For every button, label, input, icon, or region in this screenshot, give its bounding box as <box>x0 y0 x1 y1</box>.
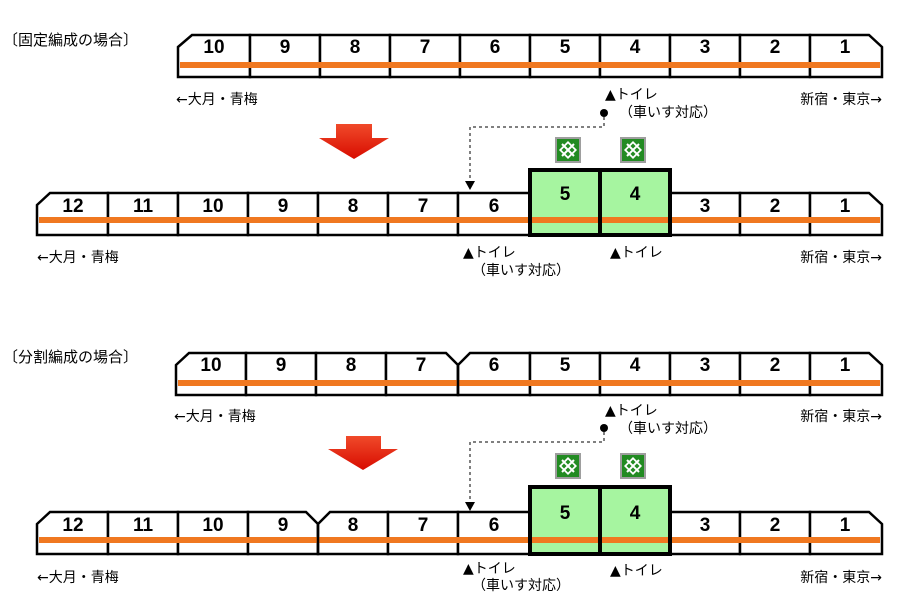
car-number: 1 <box>840 37 851 58</box>
toilet-accessible-label: （車いす対応） <box>472 262 570 279</box>
toilet-label: ▲トイレ <box>463 561 516 577</box>
car-number: 7 <box>418 196 429 217</box>
car-number: 10 <box>203 37 224 58</box>
direction-left: ←大月・青梅 <box>37 570 119 586</box>
down-arrow-icon <box>319 124 389 159</box>
toilet-accessible-label: （車いす対応） <box>619 104 717 121</box>
car-number: 6 <box>489 355 500 376</box>
car-number: 7 <box>418 515 429 536</box>
car-number: 1 <box>840 355 851 376</box>
car-number: 4 <box>630 355 641 376</box>
car-number: 12 <box>62 196 83 217</box>
car-number: 10 <box>202 196 223 217</box>
car-number: 5 <box>560 355 571 376</box>
toilet-label: ▲トイレ <box>463 245 516 261</box>
direction-right: 新宿・東京→ <box>800 408 882 425</box>
car-number: 3 <box>700 355 711 376</box>
toilet-accessible-label: （車いす対応） <box>619 420 717 437</box>
toilet-label: ▲トイレ <box>605 87 658 103</box>
car-number: 9 <box>276 355 287 376</box>
toilet-label: ▲トイレ <box>610 245 663 261</box>
direction-left: ←大月・青梅 <box>176 92 258 108</box>
train-split-after: 12 11 10 9 8 7 6 5 4 3 2 1 <box>35 485 884 556</box>
move-connector <box>469 432 605 503</box>
car-number: 5 <box>560 184 571 205</box>
car-number: 2 <box>770 196 781 217</box>
down-arrow-icon <box>328 436 398 470</box>
toilet-accessible-label: （車いす対応） <box>472 577 570 594</box>
car-number: 8 <box>346 355 357 376</box>
toilet-dot-icon <box>600 424 608 432</box>
car-number: 7 <box>416 355 427 376</box>
car-number: 8 <box>348 196 359 217</box>
car-number: 10 <box>202 515 223 536</box>
car-number: 6 <box>489 515 500 536</box>
train-fixed-before: 10 9 8 7 6 5 4 3 2 1 <box>176 33 884 79</box>
move-arrowhead-icon <box>465 502 475 511</box>
car-number: 3 <box>700 196 711 217</box>
car-number: 2 <box>770 355 781 376</box>
green-car-mark-icon <box>555 453 581 479</box>
car-number: 1 <box>840 515 851 536</box>
green-car-mark-icon <box>620 137 646 163</box>
car-number: 5 <box>560 37 571 58</box>
car-number: 11 <box>133 515 154 536</box>
car-number: 8 <box>348 515 359 536</box>
car-number: 9 <box>278 196 289 217</box>
toilet-label: ▲トイレ <box>610 563 663 579</box>
car-number: 7 <box>420 37 431 58</box>
car-number: 5 <box>560 503 571 524</box>
car-number: 11 <box>133 196 154 217</box>
car-number: 4 <box>630 503 641 524</box>
section-title-fixed: 〔固定編成の場合〕 <box>3 31 138 49</box>
car-number: 9 <box>280 37 291 58</box>
toilet-dot-icon <box>600 109 608 117</box>
car-number: 12 <box>62 515 83 536</box>
car-number: 2 <box>770 37 781 58</box>
car-number: 2 <box>770 515 781 536</box>
move-arrowhead-icon <box>465 181 475 190</box>
car-number: 3 <box>700 37 711 58</box>
direction-left: ←大月・青梅 <box>37 250 119 266</box>
car-number: 4 <box>630 184 641 205</box>
car-number: 9 <box>278 515 289 536</box>
car-number: 4 <box>630 37 641 58</box>
car-number: 1 <box>840 196 851 217</box>
direction-right: 新宿・東京→ <box>800 249 882 266</box>
direction-right: 新宿・東京→ <box>800 569 882 586</box>
car-number: 3 <box>700 515 711 536</box>
green-car-mark-icon <box>620 453 646 479</box>
car-number: 8 <box>350 37 361 58</box>
car-number: 6 <box>489 196 500 217</box>
green-car-mark-icon <box>555 137 581 163</box>
car-number: 10 <box>200 355 221 376</box>
car-number: 6 <box>490 37 501 58</box>
direction-right: 新宿・東京→ <box>800 91 882 108</box>
train-fixed-after: 12 11 10 9 8 7 6 5 4 3 2 1 <box>35 168 884 237</box>
train-split-before: 10 9 8 7 6 5 4 3 2 1 <box>174 351 884 397</box>
direction-left: ←大月・青梅 <box>174 409 256 425</box>
toilet-label: ▲トイレ <box>605 403 658 419</box>
section-title-split: 〔分割編成の場合〕 <box>3 348 138 366</box>
